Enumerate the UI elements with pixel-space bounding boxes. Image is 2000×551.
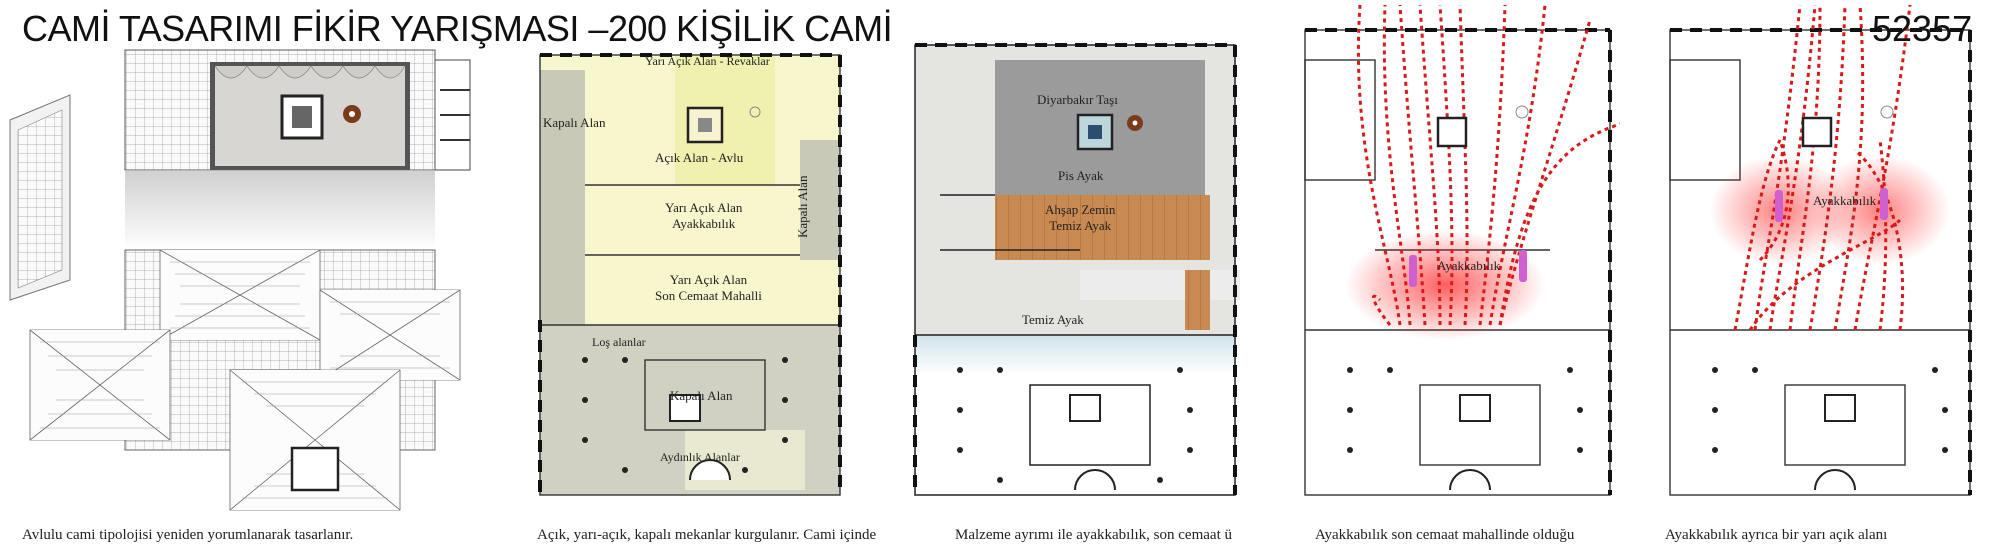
- zone-kapali-bottom: Kapalı Alan: [670, 388, 733, 403]
- zone-pis-ayak: Pis Ayak: [1058, 168, 1104, 183]
- panel-materials: Diyarbakır Taşı Pis Ayak Ahşap Zemin Tem…: [900, 0, 1285, 551]
- zone-los: Loş alanlar: [592, 335, 646, 349]
- circulation-plan-1: [1304, 4, 1620, 496]
- zone-ahsap: Ahşap Zemin Temiz Ayak: [1045, 202, 1116, 233]
- zone-ayakkabilik-2: Ayakkabılık: [1813, 193, 1877, 208]
- zone-aydinlik: Aydınlık Alanlar: [660, 450, 740, 464]
- zone-revaklar: Yarı Açık Alan - Revaklar: [645, 54, 770, 68]
- zone-kapali-left: Kapalı Alan: [543, 115, 606, 130]
- panel-circulation-2: Ayakkabılık Ayakkabılık ayrıca bir yarı …: [1640, 0, 2000, 551]
- zone-ayakkabilik: Yarı Açık Alan Ayakkabılık: [665, 200, 743, 231]
- zone-diyarbakir: Diyarbakır Taşı: [1037, 92, 1118, 107]
- zone-temiz-ayak: Temiz Ayak: [1022, 312, 1084, 327]
- zone-avlu: Açık Alan - Avlu: [655, 150, 744, 165]
- panel-3-caption: Malzeme ayrımı ile ayakkabılık, son cema…: [955, 527, 1232, 543]
- zoning-plan: [538, 53, 842, 496]
- page-title: CAMİ TASARIMI FİKİR YARIŞMASI –200 KİŞİL…: [22, 8, 893, 49]
- circulation-plan-2: [1669, 4, 1972, 496]
- panel-2-caption: Açık, yarı-açık, kapalı mekanlar kurgula…: [537, 527, 877, 543]
- zone-son-cemaat: Yarı Açık Alan Son Cemaat Mahalli: [655, 272, 762, 303]
- material-plan: [913, 43, 1240, 496]
- project-code: 52357: [1872, 8, 1973, 49]
- axonometric-drawing: [9, 49, 471, 511]
- panel-axonometric: Avlulu cami tipolojisi yeniden yorumlana…: [0, 0, 490, 551]
- zone-kapali-right: Kapalı Alan: [795, 175, 810, 238]
- panel-4-caption: Ayakkabılık son cemaat mahallinde olduğu: [1315, 527, 1575, 543]
- panel-circulation-1: Ayakkabılık Ayakkabılık son cemaat mahal…: [1290, 0, 1620, 551]
- zone-ayakkabilik-1: Ayakkabılık: [1437, 258, 1501, 273]
- panel-5-caption: Ayakkabılık ayrıca bir yarı açık alanı: [1665, 527, 1888, 543]
- panel-1-caption: Avlulu cami tipolojisi yeniden yorumlana…: [22, 527, 354, 543]
- panel-zoning: Yarı Açık Alan - Revaklar Kapalı Alan Aç…: [505, 0, 890, 551]
